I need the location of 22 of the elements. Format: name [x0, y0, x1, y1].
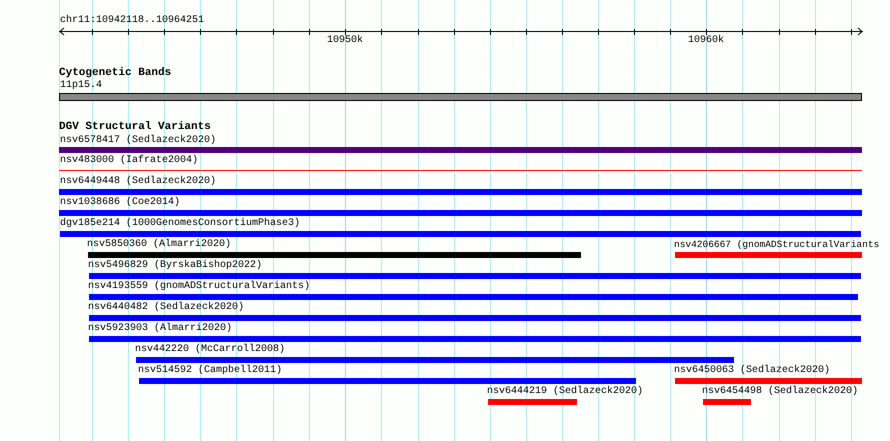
- feature-label: nsv5496829 (ByrskaBishop2022): [88, 260, 262, 272]
- feature-label: nsv442220 (McCarroll2008): [135, 344, 286, 356]
- band-label: 11p15.4: [60, 80, 102, 92]
- feature-label: nsv6454498 (Sedlazeck2020): [702, 386, 858, 398]
- track-title: DGV Structural Variants: [59, 121, 211, 133]
- feature-label: nsv6449448 (Sedlazeck2020): [60, 176, 216, 188]
- feature-label: nsv4206667 (gnomADStructuralVariants: [674, 239, 880, 251]
- feature-label: nsv5850360 (Almarri2020): [87, 239, 232, 251]
- tick-label: 10950k: [327, 35, 364, 47]
- feature-label: nsv6444219 (Sedlazeck2020): [487, 386, 644, 398]
- feature-label: nsv4193559 (gnomADStructuralVariants): [88, 281, 310, 293]
- feature-label: nsv1038686 (Coe2014): [60, 197, 180, 209]
- feature-label: nsv6450063 (Sedlazeck2020): [674, 365, 830, 377]
- feature-label: nsv483000 (Iafrate2004): [60, 155, 198, 167]
- track-title: Cytogenetic Bands: [59, 67, 172, 79]
- feature-label: dgv185e214 (1000GenomesConsortiumPhase3): [60, 218, 300, 230]
- feature-label: nsv6440482 (Sedlazeck2020): [88, 302, 244, 314]
- feature-label: nsv514592 (Campbell2011): [138, 365, 282, 377]
- coordinate-label: chr11:10942118..10964251: [60, 15, 204, 27]
- feature-label: nsv5923903 (Almarri2020): [88, 323, 232, 335]
- tick-label: 10960k: [688, 35, 724, 47]
- feature-label: nsv6578417 (Sedlazeck2020): [60, 135, 216, 147]
